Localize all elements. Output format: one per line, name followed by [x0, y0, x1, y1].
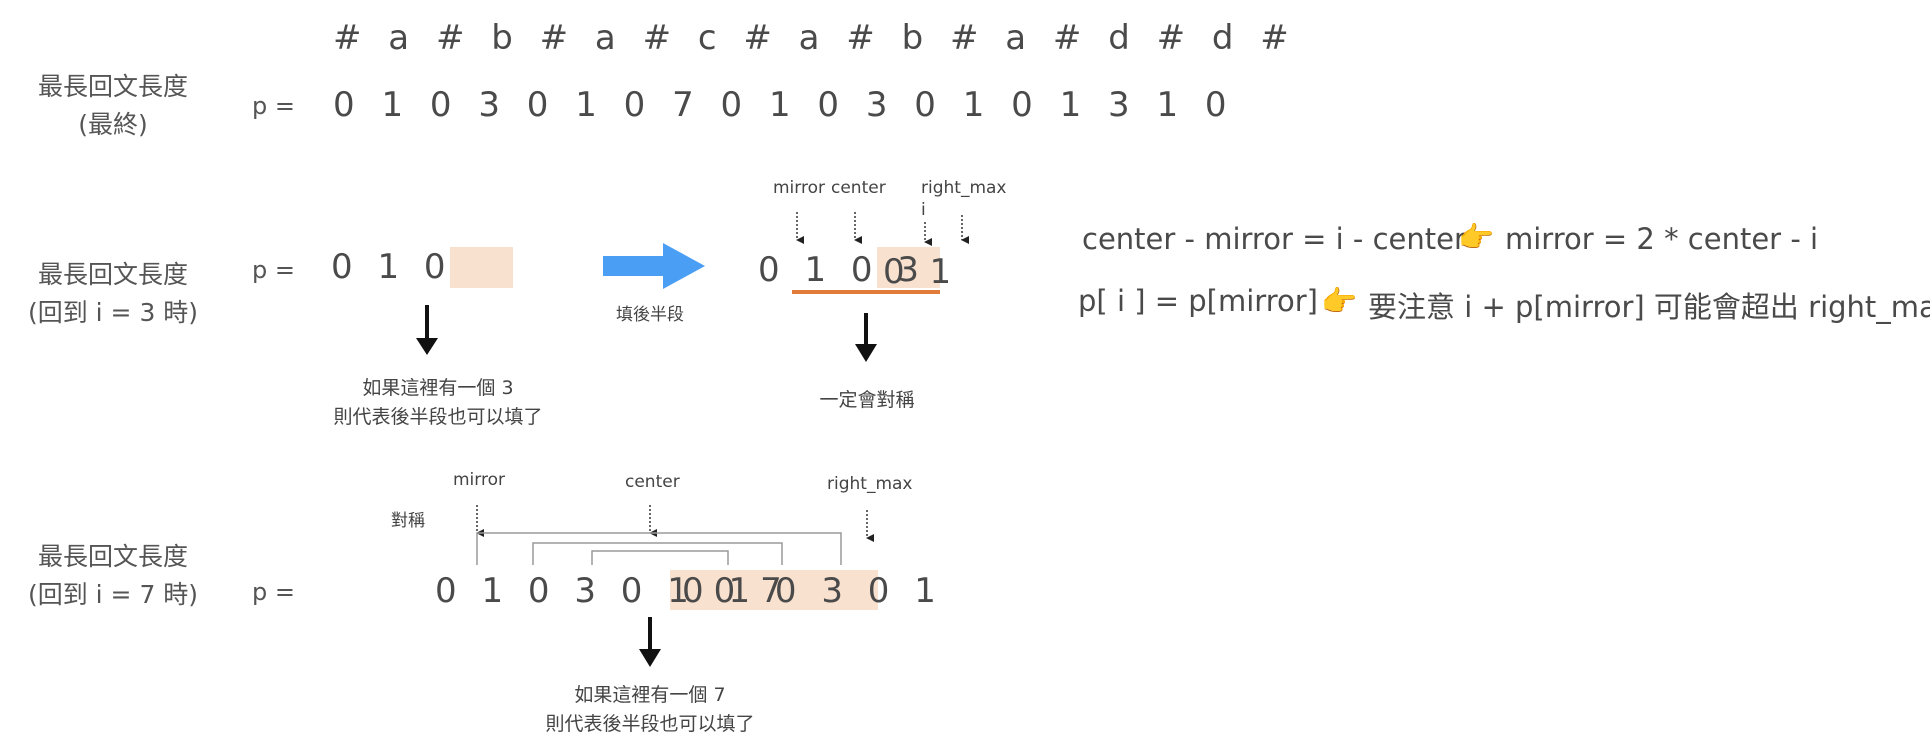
row3-p-label: p =: [252, 578, 295, 606]
formula-line1-right: mirror = 2 * center - i: [1505, 222, 1819, 256]
row2-note-left-line1: 如果這裡有一個 3: [362, 377, 514, 399]
row3-ptr-mirror: mirror: [453, 470, 505, 490]
row3-note: 如果這裡有一個 7 則代表後半段也可以填了: [530, 681, 770, 739]
row1-label: 最長回文長度 (最終): [20, 68, 206, 144]
row1-p-values: 0 1 0 3 0 1 0 7 0 1 0 3 0 1 0 1 3 1 0: [333, 85, 1235, 125]
formula-line2-right: 要注意 i + p[mirror] 可能會超出 right_max: [1368, 290, 1930, 324]
row2-ptr-center: center: [831, 178, 886, 198]
row3-symmetric-label: 對稱: [391, 511, 425, 531]
row3-p-values: 0 1 0 3 0 1 0 7: [435, 571, 789, 611]
row3-ptr-center: center: [625, 472, 680, 492]
symmetric-bracket-outer: [476, 532, 842, 565]
pointing-hand-icon: 👉: [1321, 284, 1358, 318]
row2-ptr-mirror: mirror: [773, 178, 825, 198]
row2-filled-highlight: 0 1: [883, 252, 959, 292]
row3-highlight-box: [670, 570, 878, 610]
row2-label-line1: 最長回文長度: [37, 260, 188, 289]
row2-label: 最長回文長度 (回到 i = 3 時): [20, 256, 206, 332]
down-arrow-icon: [416, 305, 438, 355]
row3-note-line2: 則代表後半段也可以填了: [545, 713, 755, 735]
down-arrow-icon: [855, 313, 877, 362]
row3-label-line1: 最長回文長度: [37, 542, 188, 571]
row1-label-line2: (最終): [78, 110, 148, 139]
row2-label-line2: (回到 i = 3 時): [27, 298, 199, 327]
row2-note-left: 如果這裡有一個 3 則代表後半段也可以填了: [318, 374, 558, 432]
row2-filled-prefix: 0 1 0 3: [758, 250, 926, 290]
row3-label-line2: (回到 i = 7 時): [27, 580, 199, 609]
right-arrow-icon: [603, 243, 705, 289]
formula-line2-left: p[ i ] = p[mirror]: [1078, 284, 1318, 318]
row3-highlight-values: 0 1 0 3 0 1: [682, 571, 943, 611]
row2-p-label: p =: [252, 256, 295, 284]
row2-ptr-right-max: right_max: [921, 178, 1007, 198]
string-header: # a # b # a # c # a # b # a # d # d #: [333, 18, 1297, 58]
row2-note-left-line2: 則代表後半段也可以填了: [333, 406, 543, 428]
row2-note-right: 一定會對稱: [819, 389, 915, 411]
row2-empty-highlight: [450, 247, 513, 288]
row2-ptr-i: i: [921, 200, 926, 220]
symmetric-bracket-inner: [591, 550, 729, 565]
symmetric-bracket-middle: [532, 542, 783, 565]
down-arrow-icon: [639, 617, 661, 667]
fill-arrow-caption: 填後半段: [616, 305, 684, 325]
row2-filled-highlight-box: [877, 247, 940, 288]
row3-ptr-right-max: right_max: [827, 474, 913, 494]
pointing-hand-icon: 👉: [1458, 220, 1495, 254]
formula-line1-left: center - mirror = i - center: [1082, 222, 1466, 256]
row1-p-label: p =: [252, 92, 295, 120]
row1-label-line1: 最長回文長度: [37, 72, 188, 101]
row3-label: 最長回文長度 (回到 i = 7 時): [20, 538, 206, 614]
row3-note-line1: 如果這裡有一個 7: [574, 684, 726, 706]
